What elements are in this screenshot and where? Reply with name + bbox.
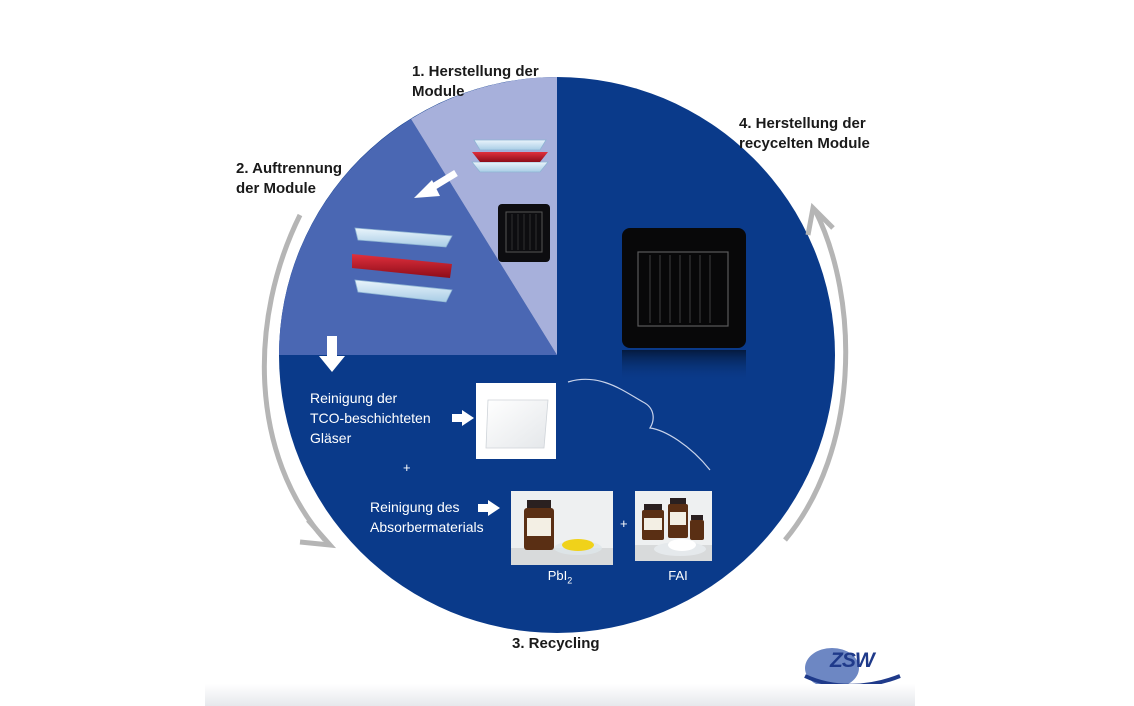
- pbi2-caption: PbI2: [530, 568, 590, 586]
- step-2-label: 2. Auftrennung der Module: [236, 159, 376, 199]
- absorber-cleaning-line-1: Reinigung des: [370, 499, 460, 515]
- stacked-module-icon: [471, 139, 549, 173]
- cycle-arrow-right: [783, 208, 849, 542]
- pbi2-photo: [511, 491, 613, 565]
- arrow-to-glass-icon: [452, 410, 474, 426]
- glass-cleaning-line-1: Reinigung der: [310, 390, 398, 406]
- step-3-label: 3. Recycling: [512, 635, 600, 652]
- pbi2-caption-subscript: 2: [567, 575, 573, 586]
- cycle-arrow-right-head: [805, 202, 835, 236]
- glass-plate-photo: [476, 383, 556, 459]
- step-4-label: 4. Herstellung der recycelten Module: [739, 114, 909, 154]
- plus-sign-2: +: [620, 516, 628, 531]
- step-1-line-2: Module: [412, 83, 465, 100]
- arrow-down-icon: [319, 336, 345, 372]
- arrow-to-absorber-icon: [478, 500, 500, 516]
- fai-photo: [635, 491, 712, 561]
- step-1-line-1: 1. Herstellung der: [412, 63, 539, 80]
- step-2-line-2: der Module: [236, 180, 317, 197]
- fai-caption: FAI: [668, 568, 688, 583]
- glass-cleaning-line-3: Gläser: [310, 430, 352, 446]
- arrow-to-separation-icon: [414, 170, 458, 198]
- glass-cleaning-line-2: TCO-beschichteten: [310, 410, 431, 426]
- zsw-logo-text: ZSW: [830, 649, 875, 672]
- glass-cleaning-label: Reinigung der TCO-beschichteten Gläser: [310, 388, 460, 448]
- pbi2-caption-text: PbI: [547, 568, 568, 583]
- brace-line: [567, 378, 711, 471]
- cycle-arrow-left-head: [299, 518, 337, 549]
- small-module-photo: [498, 204, 550, 262]
- step-4-line-2: recycelten Module: [739, 135, 870, 152]
- step-1-label: 1. Herstellung der Module: [412, 62, 592, 102]
- bottom-fade: [205, 684, 915, 706]
- step-2-line-1: 2. Auftrennung: [236, 160, 343, 177]
- cycle-arrow-left: [261, 213, 327, 542]
- absorber-cleaning-line-2: Absorbermaterials: [370, 519, 484, 535]
- absorber-cleaning-label: Reinigung des Absorbermaterials: [370, 497, 510, 537]
- separated-layers-icon: [352, 227, 453, 303]
- step-4-line-1: 4. Herstellung der: [739, 115, 866, 132]
- plus-sign-1: +: [403, 460, 411, 475]
- recycled-module-photo: [622, 228, 746, 382]
